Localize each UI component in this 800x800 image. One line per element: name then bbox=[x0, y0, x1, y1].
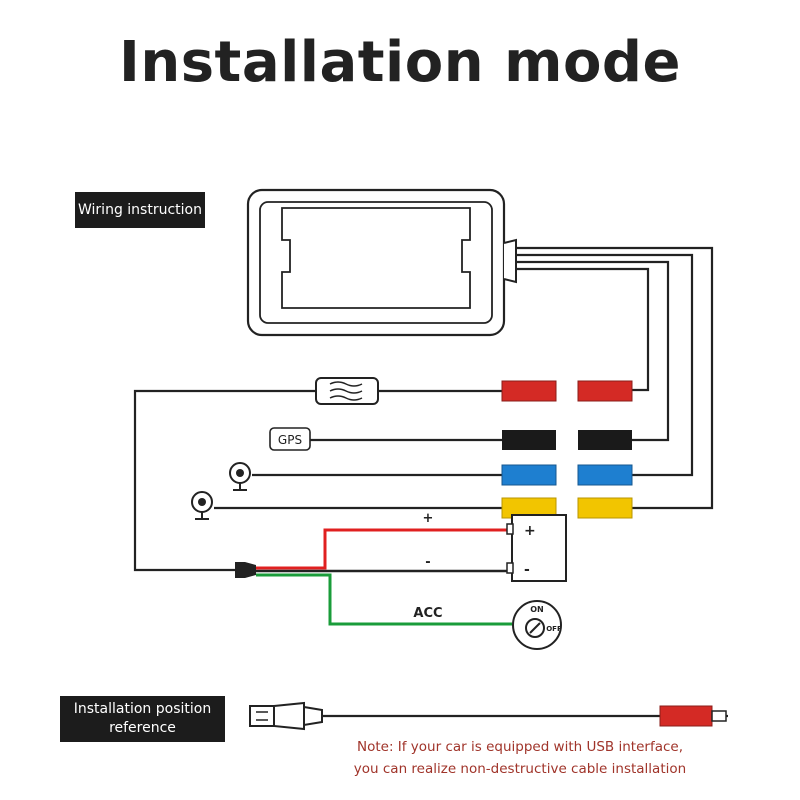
usb-plug-body bbox=[273, 701, 305, 731]
usb-plug-head bbox=[249, 705, 275, 727]
usb-cable bbox=[249, 701, 728, 731]
blue-line-cable bbox=[516, 253, 694, 477]
battery-plus-terminal: + bbox=[524, 523, 536, 539]
gps-module: GPS bbox=[269, 427, 311, 451]
device-cable-bundle bbox=[516, 246, 714, 510]
hardwire-splitter bbox=[235, 562, 256, 578]
page-title: Installation mode bbox=[119, 30, 681, 95]
installation-position-label: Installation position reference bbox=[60, 696, 225, 742]
rear-camera-icon bbox=[229, 462, 251, 491]
usb-note: Note: If your car is equipped with USB i… bbox=[300, 736, 740, 780]
device-unit bbox=[246, 188, 517, 337]
gps-label: GPS bbox=[278, 433, 302, 447]
yellow-line-cable bbox=[516, 246, 714, 510]
usb-red-connector bbox=[659, 705, 713, 727]
device-cable-port bbox=[503, 238, 517, 284]
ignition-switch-icon: ON OFF bbox=[512, 600, 562, 650]
installation-position-label-line2: reference bbox=[109, 720, 176, 736]
blue-connector-pair bbox=[501, 464, 633, 486]
acc-wire bbox=[256, 573, 512, 626]
negative-wire-label: - bbox=[425, 555, 430, 570]
wiring-instruction-label: Wiring instruction bbox=[75, 192, 205, 228]
black-connector-pair bbox=[502, 430, 632, 450]
acc-wire-label: ACC bbox=[413, 606, 442, 621]
switch-on-label: ON bbox=[530, 605, 544, 614]
device-outer-frame bbox=[246, 188, 506, 337]
black-line-cable bbox=[516, 260, 670, 442]
red-connector-pair bbox=[501, 380, 633, 402]
yellow-connector-pair bbox=[501, 497, 633, 519]
device-screen bbox=[281, 207, 471, 309]
switch-off-label: OFF bbox=[546, 625, 562, 633]
device-inner-frame bbox=[259, 201, 493, 324]
power-line-left-segment bbox=[133, 389, 316, 572]
positive-wire bbox=[256, 528, 512, 570]
positive-wire-label: + bbox=[423, 511, 434, 526]
usb-note-line1: Note: If your car is equipped with USB i… bbox=[356, 739, 683, 755]
car-battery: + - bbox=[506, 514, 567, 582]
power-filter bbox=[315, 377, 379, 405]
red-line-cable bbox=[516, 267, 650, 392]
side-camera-icon bbox=[191, 491, 213, 520]
usb-note-line2: you can realize non-destructive cable in… bbox=[353, 761, 687, 777]
battery-minus-terminal: - bbox=[524, 562, 530, 578]
usb-plug-strain-relief bbox=[303, 705, 323, 727]
installation-position-label-line1: Installation position bbox=[73, 701, 212, 717]
